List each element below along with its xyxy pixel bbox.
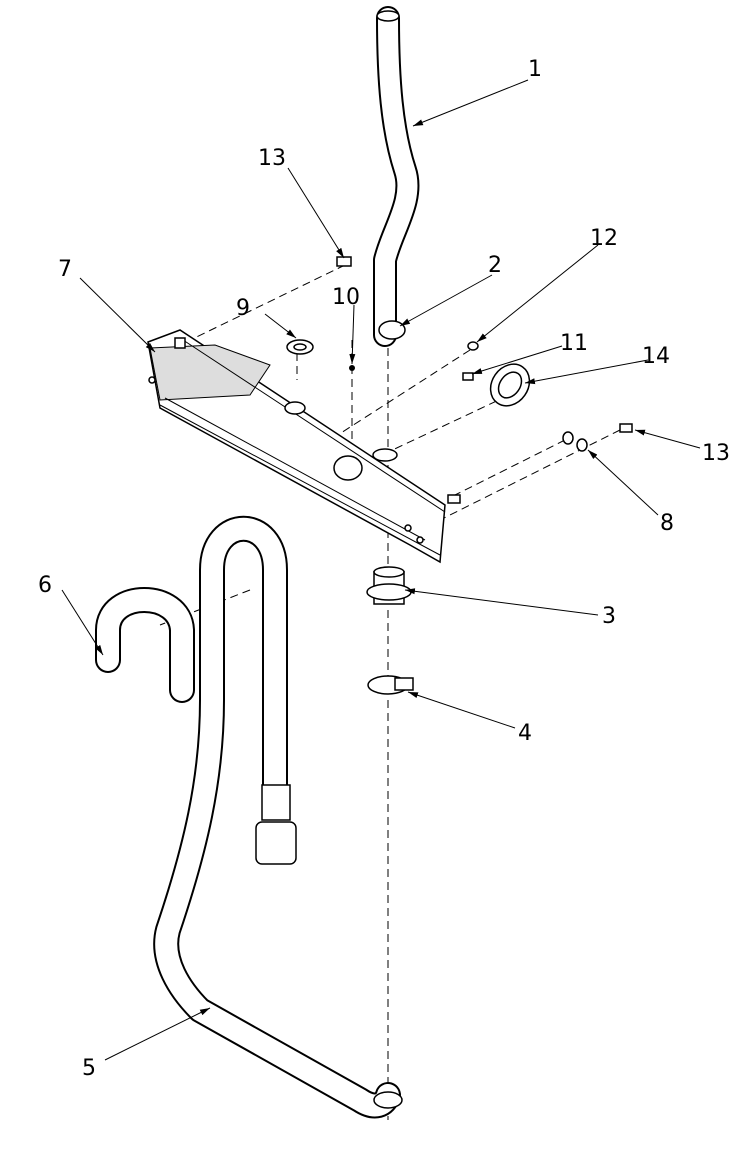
part-12-nut bbox=[467, 341, 479, 351]
callout-10: 10 bbox=[332, 285, 360, 310]
callout-13-right: 13 bbox=[702, 441, 730, 466]
part-10-washer bbox=[349, 365, 355, 371]
part-1-tube bbox=[373, 6, 420, 347]
part-2-clamp bbox=[378, 320, 406, 340]
part-13-screw-right bbox=[619, 423, 633, 433]
part-3-coupling bbox=[366, 566, 412, 605]
callout-8: 8 bbox=[660, 511, 674, 536]
callout-11: 11 bbox=[560, 331, 588, 356]
callout-4: 4 bbox=[518, 721, 532, 746]
part-13-screw-left bbox=[336, 256, 352, 267]
part-7-bracket bbox=[147, 329, 461, 564]
small-parts bbox=[286, 256, 633, 452]
part-8-washer-b bbox=[576, 438, 588, 452]
callout-12: 12 bbox=[590, 226, 618, 251]
callout-7: 7 bbox=[58, 257, 72, 282]
callout-14: 14 bbox=[642, 344, 670, 369]
callout-9: 9 bbox=[236, 296, 250, 321]
callout-2: 2 bbox=[488, 253, 502, 278]
callout-1: 1 bbox=[528, 57, 542, 82]
callout-labels: 1 2 3 4 5 6 7 8 9 10 11 12 13 13 14 bbox=[38, 57, 730, 1081]
callout-leaders bbox=[61, 79, 701, 1061]
part-4-clamp bbox=[367, 675, 414, 695]
callout-5: 5 bbox=[82, 1056, 96, 1081]
callout-3: 3 bbox=[602, 604, 616, 629]
part-6-hose-guide bbox=[95, 587, 195, 703]
part-8-washer-a bbox=[562, 431, 574, 445]
callout-13-left: 13 bbox=[258, 146, 286, 171]
part-11-pin bbox=[462, 372, 474, 381]
callout-6: 6 bbox=[38, 573, 52, 598]
part-5-drain-hose bbox=[153, 515, 403, 1119]
